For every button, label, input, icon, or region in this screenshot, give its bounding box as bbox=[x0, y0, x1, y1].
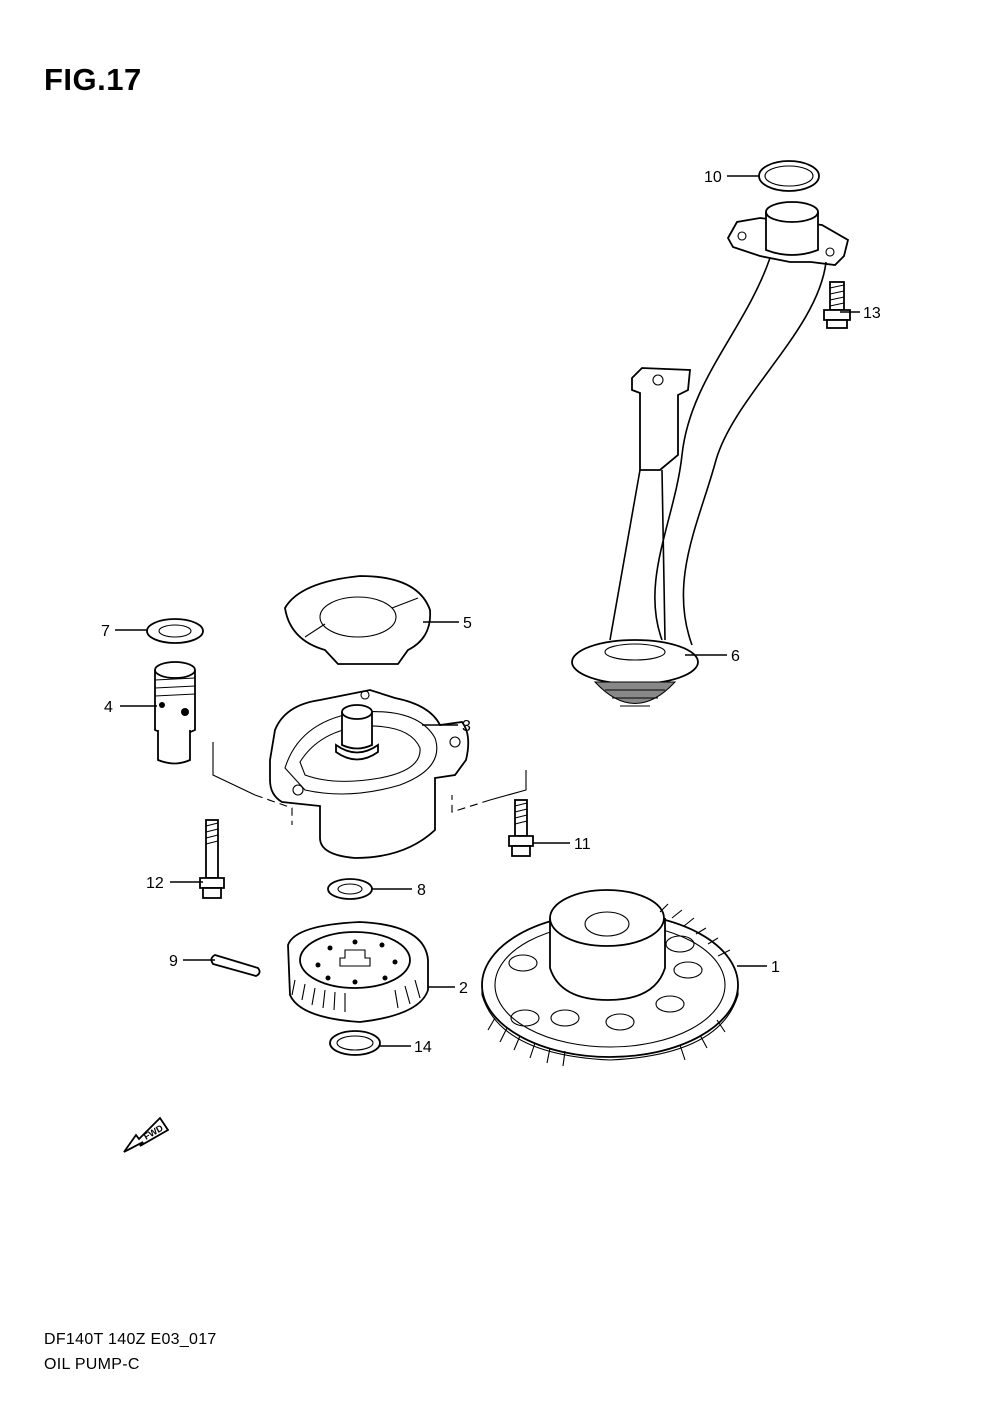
callout-14: 14 bbox=[414, 1039, 432, 1056]
leader-bracket-left-dashed bbox=[254, 794, 293, 825]
callout-3: 3 bbox=[462, 718, 471, 735]
part-6-oil-strainer[interactable] bbox=[571, 201, 850, 707]
callout-4: 4 bbox=[104, 699, 113, 716]
callout-1: 1 bbox=[771, 959, 780, 976]
part-11-bolt[interactable] bbox=[508, 799, 534, 857]
part-3-pump-body[interactable] bbox=[269, 689, 470, 859]
part-5-gasket[interactable] bbox=[284, 575, 431, 665]
leader-bracket-right bbox=[489, 770, 527, 801]
part-4-relief-valve[interactable] bbox=[154, 661, 196, 765]
part-9-pin[interactable] bbox=[210, 954, 261, 977]
callout-8: 8 bbox=[417, 882, 426, 899]
part-13-bolt[interactable] bbox=[823, 281, 851, 329]
callout-10: 10 bbox=[704, 169, 722, 186]
part-7-washer[interactable] bbox=[146, 618, 204, 644]
leader-bracket-right-dashed bbox=[451, 795, 491, 813]
callout-5: 5 bbox=[463, 615, 472, 632]
callout-7: 7 bbox=[101, 623, 110, 640]
part-14-snap-ring[interactable] bbox=[329, 1030, 381, 1056]
callout-12: 12 bbox=[146, 875, 164, 892]
callout-11: 11 bbox=[574, 836, 591, 853]
callout-9: 9 bbox=[169, 953, 178, 970]
part-12-bolt[interactable] bbox=[199, 819, 225, 899]
callout-13: 13 bbox=[863, 305, 881, 322]
callout-numbers: 10 13 5 7 6 4 3 11 12 8 9 1 2 14 bbox=[101, 169, 881, 1056]
figure-title: FIG.17 bbox=[44, 62, 142, 97]
part-10-o-ring[interactable] bbox=[758, 160, 820, 192]
fwd-arrow-icon: FWD bbox=[123, 1116, 170, 1153]
part-8-washer[interactable] bbox=[327, 878, 373, 900]
part-1-outer-gear[interactable] bbox=[481, 889, 739, 1067]
model-code: DF140T 140Z E03_017 bbox=[44, 1331, 217, 1348]
section-name: OIL PUMP-C bbox=[44, 1356, 140, 1373]
part-2-inner-rotor[interactable] bbox=[287, 921, 429, 1023]
leader-lines bbox=[115, 175, 860, 1047]
leader-bracket-left bbox=[212, 742, 256, 796]
callout-2: 2 bbox=[459, 980, 468, 997]
callout-6: 6 bbox=[731, 648, 740, 665]
